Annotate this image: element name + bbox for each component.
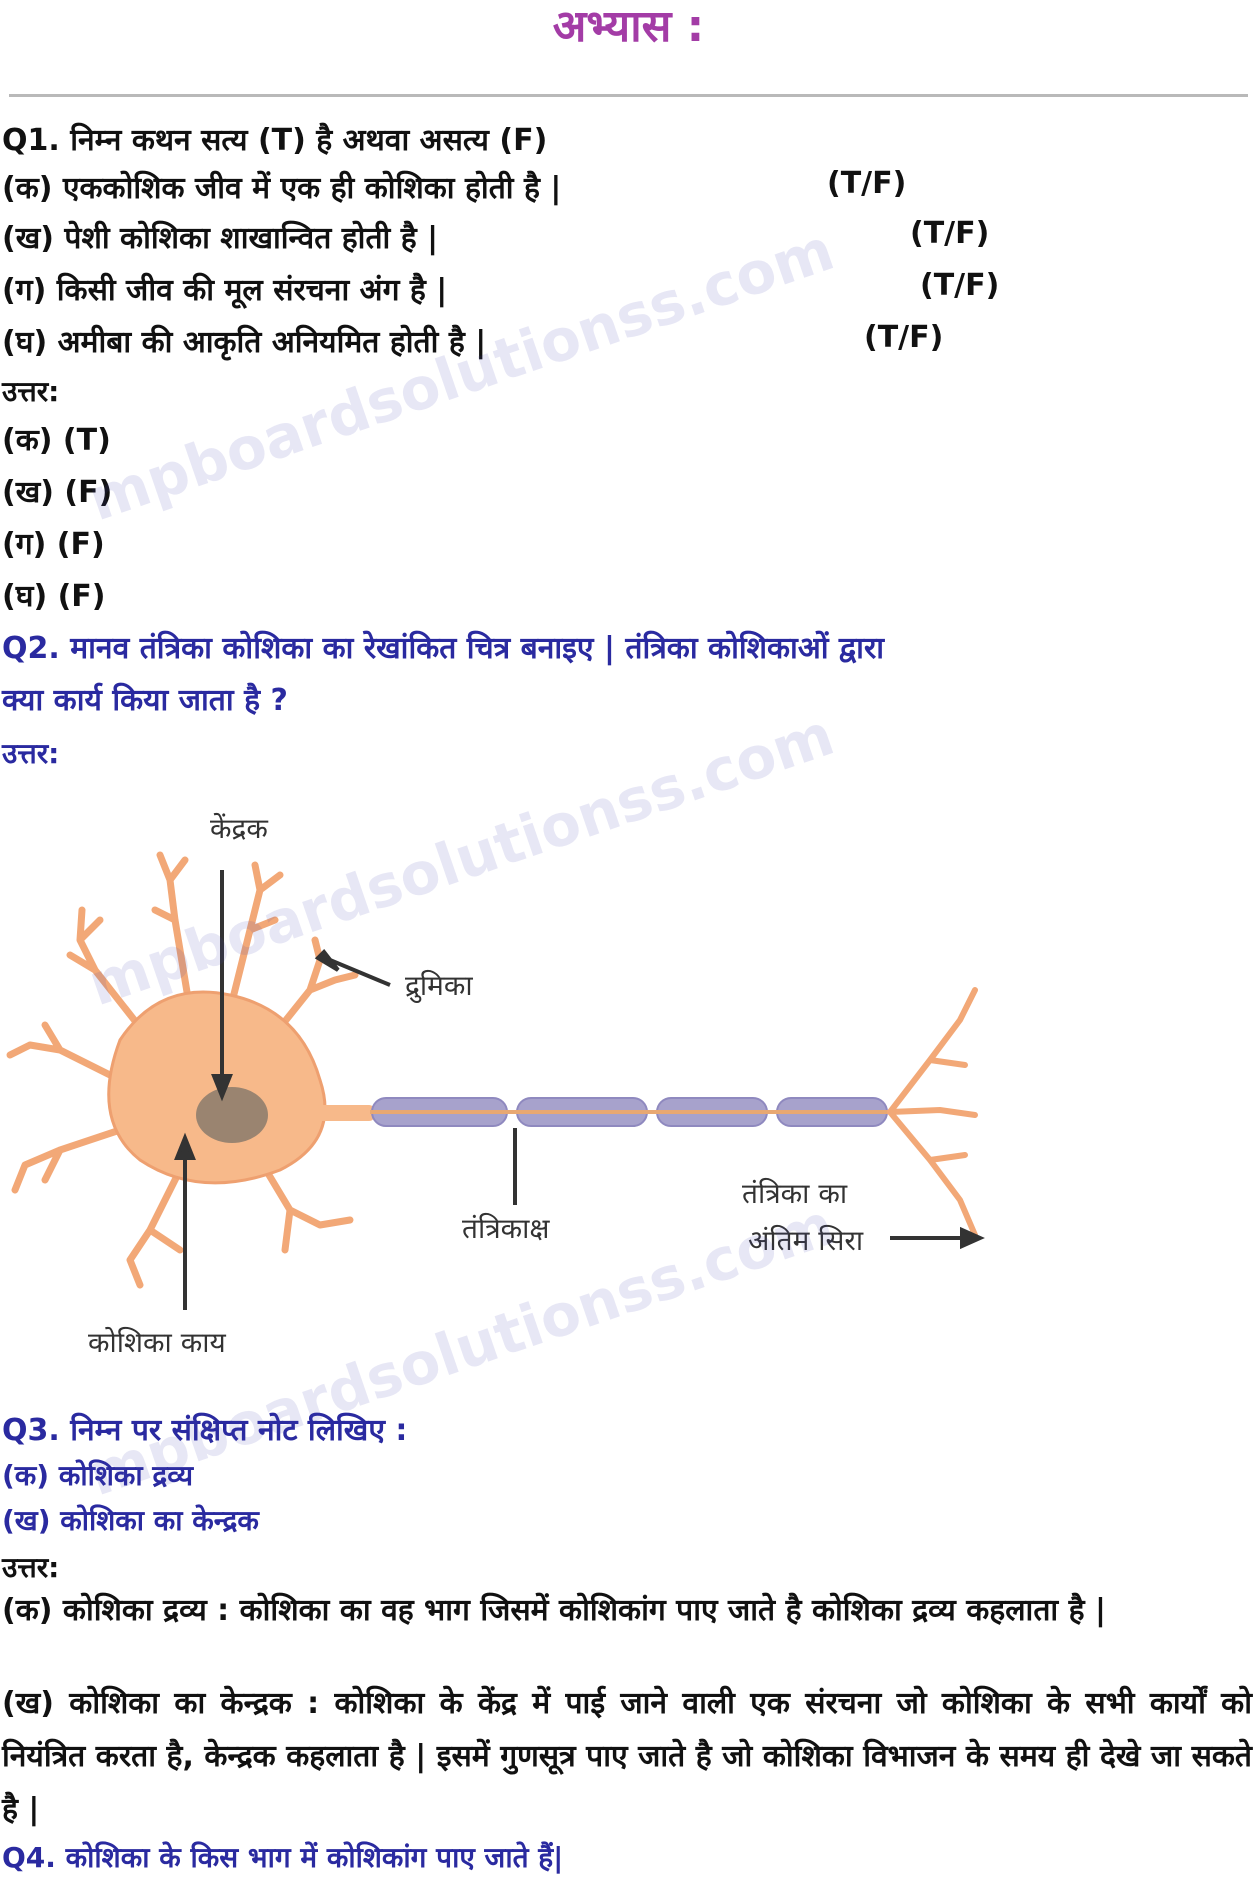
label-dendrite: द्रुमिका [405,969,473,1004]
watermark: mpboardsolutionss.com [80,215,843,535]
label-axon: तंत्रिकाक्ष [462,1212,550,1245]
q1-statement-d: (घ) अमीबा की आकृति अनियमित होती है | [2,325,487,360]
q1-question: Q1. निम्न कथन सत्य (T) है अथवा असत्य (F) [2,123,548,158]
label-cell-body: कोशिका काय [88,1326,226,1359]
q1-tf-b: (T/F) [910,216,990,251]
q1-statement-b: (ख) पेशी कोशिका शाखान्वित होती है | [2,221,439,256]
q3-answer-b: (ख) कोशिका का केन्द्रक : कोशिका के केंद्… [2,1686,1252,1827]
nucleus [196,1087,268,1143]
q1-answer-b: (ख) (F) [2,475,113,510]
q1-tf-c: (T/F) [920,268,1000,303]
label-nerve-ending-line2: अंतिम सिरा [748,1224,864,1257]
label-nucleus: केंद्रक [210,812,268,845]
neuron-diagram: केंद्रक द्रुमिका तंत्रिकाक्ष तंत्रिका का… [6,812,985,1359]
q3-part-a: (क) कोशिका द्रव्य [2,1459,194,1492]
page-title: अभ्यास : [552,1,705,52]
q1-statement-c: (ग) किसी जीव की मूल संरचना अंग है | [2,273,448,308]
q1-tf-d: (T/F) [864,320,944,355]
q2-question-line1: Q2. मानव तंत्रिका कोशिका का रेखांकित चित… [2,631,884,666]
q1-answer-d: (घ) (F) [2,579,106,614]
q1-answer-c: (ग) (F) [2,527,105,562]
q1-answer-label: उत्तर: [2,375,60,408]
q3-answer-label: उत्तर: [2,1551,60,1584]
q3-question: Q3. निम्न पर संक्षिप्त नोट लिखिए : [2,1413,408,1448]
q3-answer-a: (क) कोशिका द्रव्य : कोशिका का वह भाग जिस… [2,1593,1106,1628]
label-nerve-ending-line1: तंत्रिका का [742,1177,848,1210]
q1-statement-a: (क) एककोशिक जीव में एक ही कोशिका होती है… [2,171,562,206]
q3-part-b: (ख) कोशिका का केन्द्रक [2,1504,259,1537]
axon-hillock [315,1105,375,1121]
divider [9,94,1248,97]
dendrites [6,851,359,1289]
q1-answer-a: (क) (T) [2,423,111,458]
pointer-arrows [174,870,985,1310]
q2-question-line2: क्या कार्य किया जाता है ? [2,683,288,718]
q1-tf-a: (T/F) [827,166,907,201]
axon-terminals [887,987,978,1238]
q4-question: Q4. कोशिका के किस भाग में कोशिकांग पाए ज… [2,1841,564,1874]
q2-answer-label: उत्तर: [2,737,60,770]
